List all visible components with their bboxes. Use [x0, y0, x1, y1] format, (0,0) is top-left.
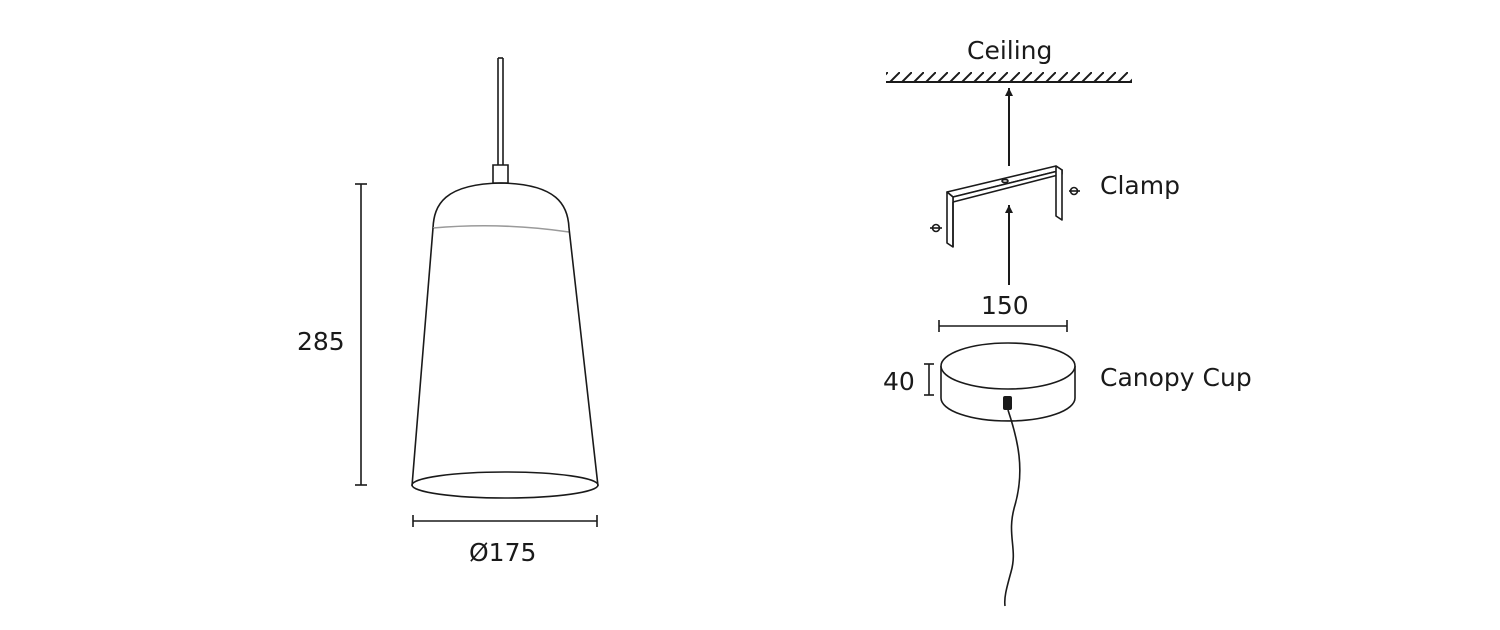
- diameter-dimension: [412, 515, 598, 527]
- height-label: 285: [297, 327, 345, 356]
- clamp-width-label: 150: [981, 291, 1029, 320]
- cable-grip: [492, 164, 509, 184]
- shade-band-seam: [432, 224, 570, 233]
- ceiling: [886, 72, 1132, 83]
- pendant-lamp: [411, 57, 599, 499]
- supply-cable: [1003, 409, 1021, 607]
- lamp-shade: [411, 227, 599, 487]
- mounting-clamp: [930, 165, 1080, 248]
- clamp-label: Clamp: [1100, 171, 1180, 200]
- canopy-cable-grip: [1003, 396, 1012, 410]
- canopy-height-label: 40: [883, 367, 915, 396]
- ceiling-label: Ceiling: [967, 36, 1053, 65]
- lamp-dome: [432, 182, 570, 229]
- clamp-width-dimension: [938, 320, 1068, 332]
- canopy-height-dimension: [924, 363, 934, 396]
- canopy-label: Canopy Cup: [1100, 363, 1252, 392]
- canopy-cup: [940, 342, 1076, 422]
- diameter-label: Ø175: [469, 538, 537, 567]
- shade-opening: [411, 471, 599, 499]
- height-dimension: [355, 183, 367, 486]
